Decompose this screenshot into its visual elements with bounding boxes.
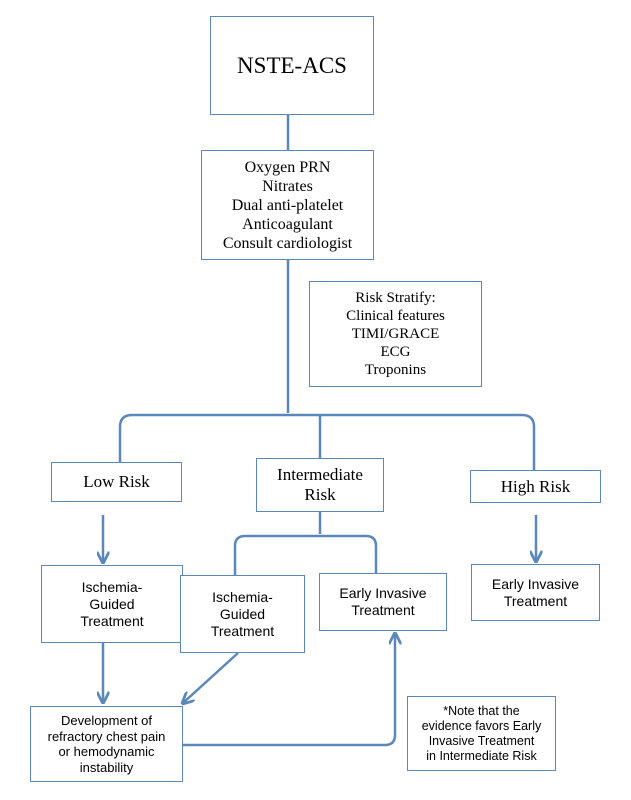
node-early-invasive-intermediate: Early Invasive Treatment xyxy=(319,573,447,631)
node-low-risk: Low Risk xyxy=(51,462,182,502)
node-early-invasive-high-label: Early Invasive Treatment xyxy=(491,575,580,609)
node-intermediate-risk: Intermediate Risk xyxy=(256,458,384,512)
connector-branch-bracket xyxy=(118,413,536,470)
node-nste-acs: NSTE-ACS xyxy=(210,16,374,115)
node-evidence-note-label: *Note that the evidence favors Early Inv… xyxy=(421,703,542,763)
node-evidence-note: *Note that the evidence favors Early Inv… xyxy=(407,696,556,771)
node-low-risk-label: Low Risk xyxy=(83,472,150,491)
node-ischemia-guided-intermediate: Ischemia- Guided Treatment xyxy=(180,575,305,653)
node-initial-management-label: Oxygen PRN Nitrates Dual anti-platelet A… xyxy=(222,158,353,252)
node-ischemia-guided-intermediate-label: Ischemia- Guided Treatment xyxy=(210,588,275,639)
arrow-refractory-to-early-invasive xyxy=(183,634,395,747)
node-ischemia-guided-low: Ischemia- Guided Treatment xyxy=(41,565,183,643)
node-risk-stratify-label: Risk Stratify: Clinical features TIMI/GR… xyxy=(346,290,445,378)
connector-intermediate-bracket xyxy=(233,534,378,575)
node-early-invasive-intermediate-label: Early Invasive Treatment xyxy=(339,585,427,618)
node-risk-stratify: Risk Stratify: Clinical features TIMI/GR… xyxy=(309,281,482,387)
node-refractory-instability: Development of refractory chest pain or … xyxy=(30,706,183,782)
node-refractory-instability-label: Development of refractory chest pain or … xyxy=(47,713,166,775)
node-high-risk: High Risk xyxy=(470,470,601,503)
node-intermediate-risk-label: Intermediate Risk xyxy=(277,465,363,504)
node-ischemia-guided-low-label: Ischemia- Guided Treatment xyxy=(80,578,144,629)
arrow-ischemia-intermediate-to-refractory xyxy=(183,652,239,703)
node-early-invasive-high: Early Invasive Treatment xyxy=(471,564,600,621)
node-nste-acs-label: NSTE-ACS xyxy=(237,52,347,78)
node-initial-management: Oxygen PRN Nitrates Dual anti-platelet A… xyxy=(201,150,374,260)
node-high-risk-label: High Risk xyxy=(500,476,571,496)
